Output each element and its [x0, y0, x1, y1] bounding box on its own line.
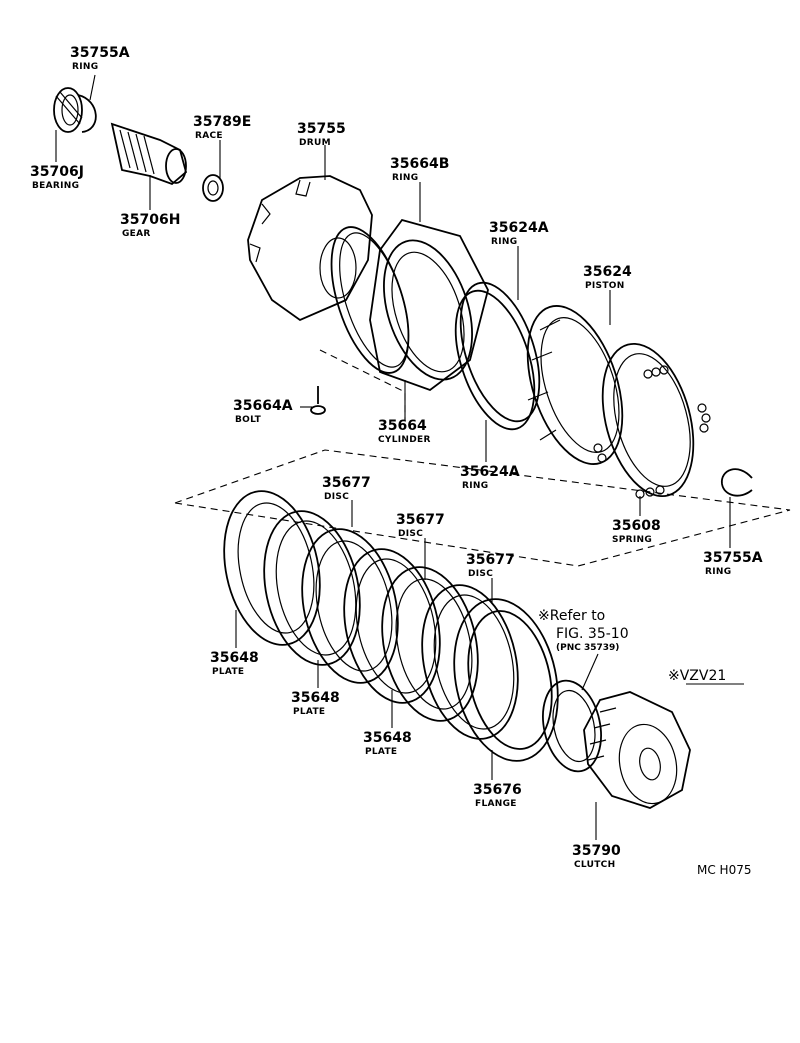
- bolt-35664A-drawing: [310, 386, 326, 415]
- part-number: 35624: [583, 264, 632, 280]
- callout-35624A-top: 35624A RING: [489, 220, 549, 247]
- part-name: CLUTCH: [574, 860, 615, 870]
- reference-note-line1: ※Refer to: [538, 608, 605, 624]
- reference-ring-drawing: [542, 679, 602, 773]
- part-name: PLATE: [293, 707, 325, 717]
- plate-35648-a-drawing: [223, 490, 321, 646]
- part-number: 35755A: [703, 550, 763, 566]
- part-name: RING: [462, 481, 488, 491]
- disc-35677-c-drawing: [421, 584, 519, 740]
- callout-35790: 35790 CLUTCH: [572, 843, 621, 870]
- part-number: 35624A: [489, 220, 549, 236]
- part-name: PLATE: [365, 747, 397, 757]
- part-name: RING: [491, 237, 517, 247]
- reference-note: ※Refer to FIG. 35-10 (PNC 35739): [538, 608, 629, 653]
- part-name: DISC: [398, 529, 423, 539]
- race-35789E-drawing: [202, 174, 224, 202]
- callout-35648-a: 35648 PLATE: [210, 650, 259, 677]
- callout-35664: 35664 CYLINDER: [378, 418, 431, 445]
- callout-35664B: 35664B RING: [390, 156, 449, 183]
- clutch-pack-assembly-dash: [174, 449, 791, 567]
- callout-35664A: 35664A BOLT: [233, 398, 293, 425]
- disc-35677-a-drawing: [263, 510, 361, 666]
- part-number: 35755A: [70, 45, 130, 61]
- part-number: 35706H: [120, 212, 180, 228]
- cylinder-35664-drawing: [369, 218, 489, 392]
- ring-35755A-top-drawing: [77, 94, 97, 133]
- plate-35648-b-drawing: [301, 528, 399, 684]
- piston-35624-drawing: [526, 305, 624, 465]
- reference-note-line2: FIG. 35-10: [556, 626, 629, 642]
- model-note-text: ※VZV21: [668, 668, 726, 684]
- lead-35755A-top: [89, 74, 96, 101]
- part-number: 35790: [572, 843, 621, 859]
- bearing-35706J-drawing: [53, 87, 83, 133]
- callout-35677-c: 35677 DISC: [466, 552, 515, 579]
- callout-35624: 35624 PISTON: [583, 264, 632, 291]
- part-name: FLANGE: [475, 799, 517, 809]
- ring-35664B-drawing: [330, 226, 410, 374]
- callout-35755: 35755 DRUM: [297, 121, 346, 148]
- plate-35648-c-drawing: [381, 566, 479, 722]
- part-name: RING: [72, 62, 98, 72]
- callout-35755A-top: 35755A RING: [70, 45, 130, 72]
- clutch-35790-drawing: [583, 691, 691, 809]
- part-number: 35789E: [193, 114, 251, 130]
- part-number: 35676: [473, 782, 522, 798]
- gear-35706H-drawing: [110, 122, 188, 186]
- callout-35789E: 35789E RACE: [193, 114, 251, 141]
- diagram-code: MC H075: [697, 863, 751, 877]
- part-name: RING: [392, 173, 418, 183]
- callout-35677-a: 35677 DISC: [322, 475, 371, 502]
- part-name: DISC: [468, 569, 493, 579]
- callout-35624A-bottom: 35624A RING: [460, 464, 520, 491]
- callout-35706H: 35706H GEAR: [120, 212, 180, 239]
- part-name: RING: [705, 567, 731, 577]
- part-number: 35677: [466, 552, 515, 568]
- part-name: RACE: [195, 131, 223, 141]
- callout-35677-b: 35677 DISC: [396, 512, 445, 539]
- callout-35648-b: 35648 PLATE: [291, 690, 340, 717]
- part-number: 35648: [291, 690, 340, 706]
- part-name: DRUM: [299, 138, 331, 148]
- part-number: 35664B: [390, 156, 449, 172]
- callout-35608: 35608 SPRING: [612, 518, 661, 545]
- model-note: ※VZV21: [668, 668, 744, 685]
- part-name: BEARING: [32, 181, 79, 191]
- part-name: PLATE: [212, 667, 244, 677]
- part-number: 35608: [612, 518, 661, 534]
- lead-reference: [581, 653, 599, 691]
- callout-35676: 35676 FLANGE: [473, 782, 522, 809]
- part-number: 35706J: [30, 164, 84, 180]
- callout-35755A-bottom: 35755A RING: [703, 550, 763, 577]
- callout-35648-c: 35648 PLATE: [363, 730, 412, 757]
- part-name: GEAR: [122, 229, 151, 239]
- ring-35755A-bottom-drawing: [721, 468, 753, 497]
- part-number: 35648: [210, 650, 259, 666]
- part-number: 35677: [322, 475, 371, 491]
- part-name: PISTON: [585, 281, 625, 291]
- part-number: 35624A: [460, 464, 520, 480]
- bolt-assembly-dash: [319, 349, 406, 420]
- spring-35608-drawing: [593, 342, 711, 499]
- part-number: 35664: [378, 418, 427, 434]
- part-number: 35648: [363, 730, 412, 746]
- part-name: SPRING: [612, 535, 652, 545]
- part-number: 35664A: [233, 398, 293, 414]
- callout-35706J: 35706J BEARING: [30, 164, 84, 191]
- drum-35755-drawing: [247, 175, 373, 322]
- part-name: CYLINDER: [378, 435, 431, 445]
- part-name: BOLT: [235, 415, 262, 425]
- flange-35676-drawing: [453, 598, 559, 762]
- part-number: 35755: [297, 121, 346, 137]
- reference-note-line3: (PNC 35739): [556, 643, 619, 653]
- part-name: DISC: [324, 492, 349, 502]
- part-number: 35677: [396, 512, 445, 528]
